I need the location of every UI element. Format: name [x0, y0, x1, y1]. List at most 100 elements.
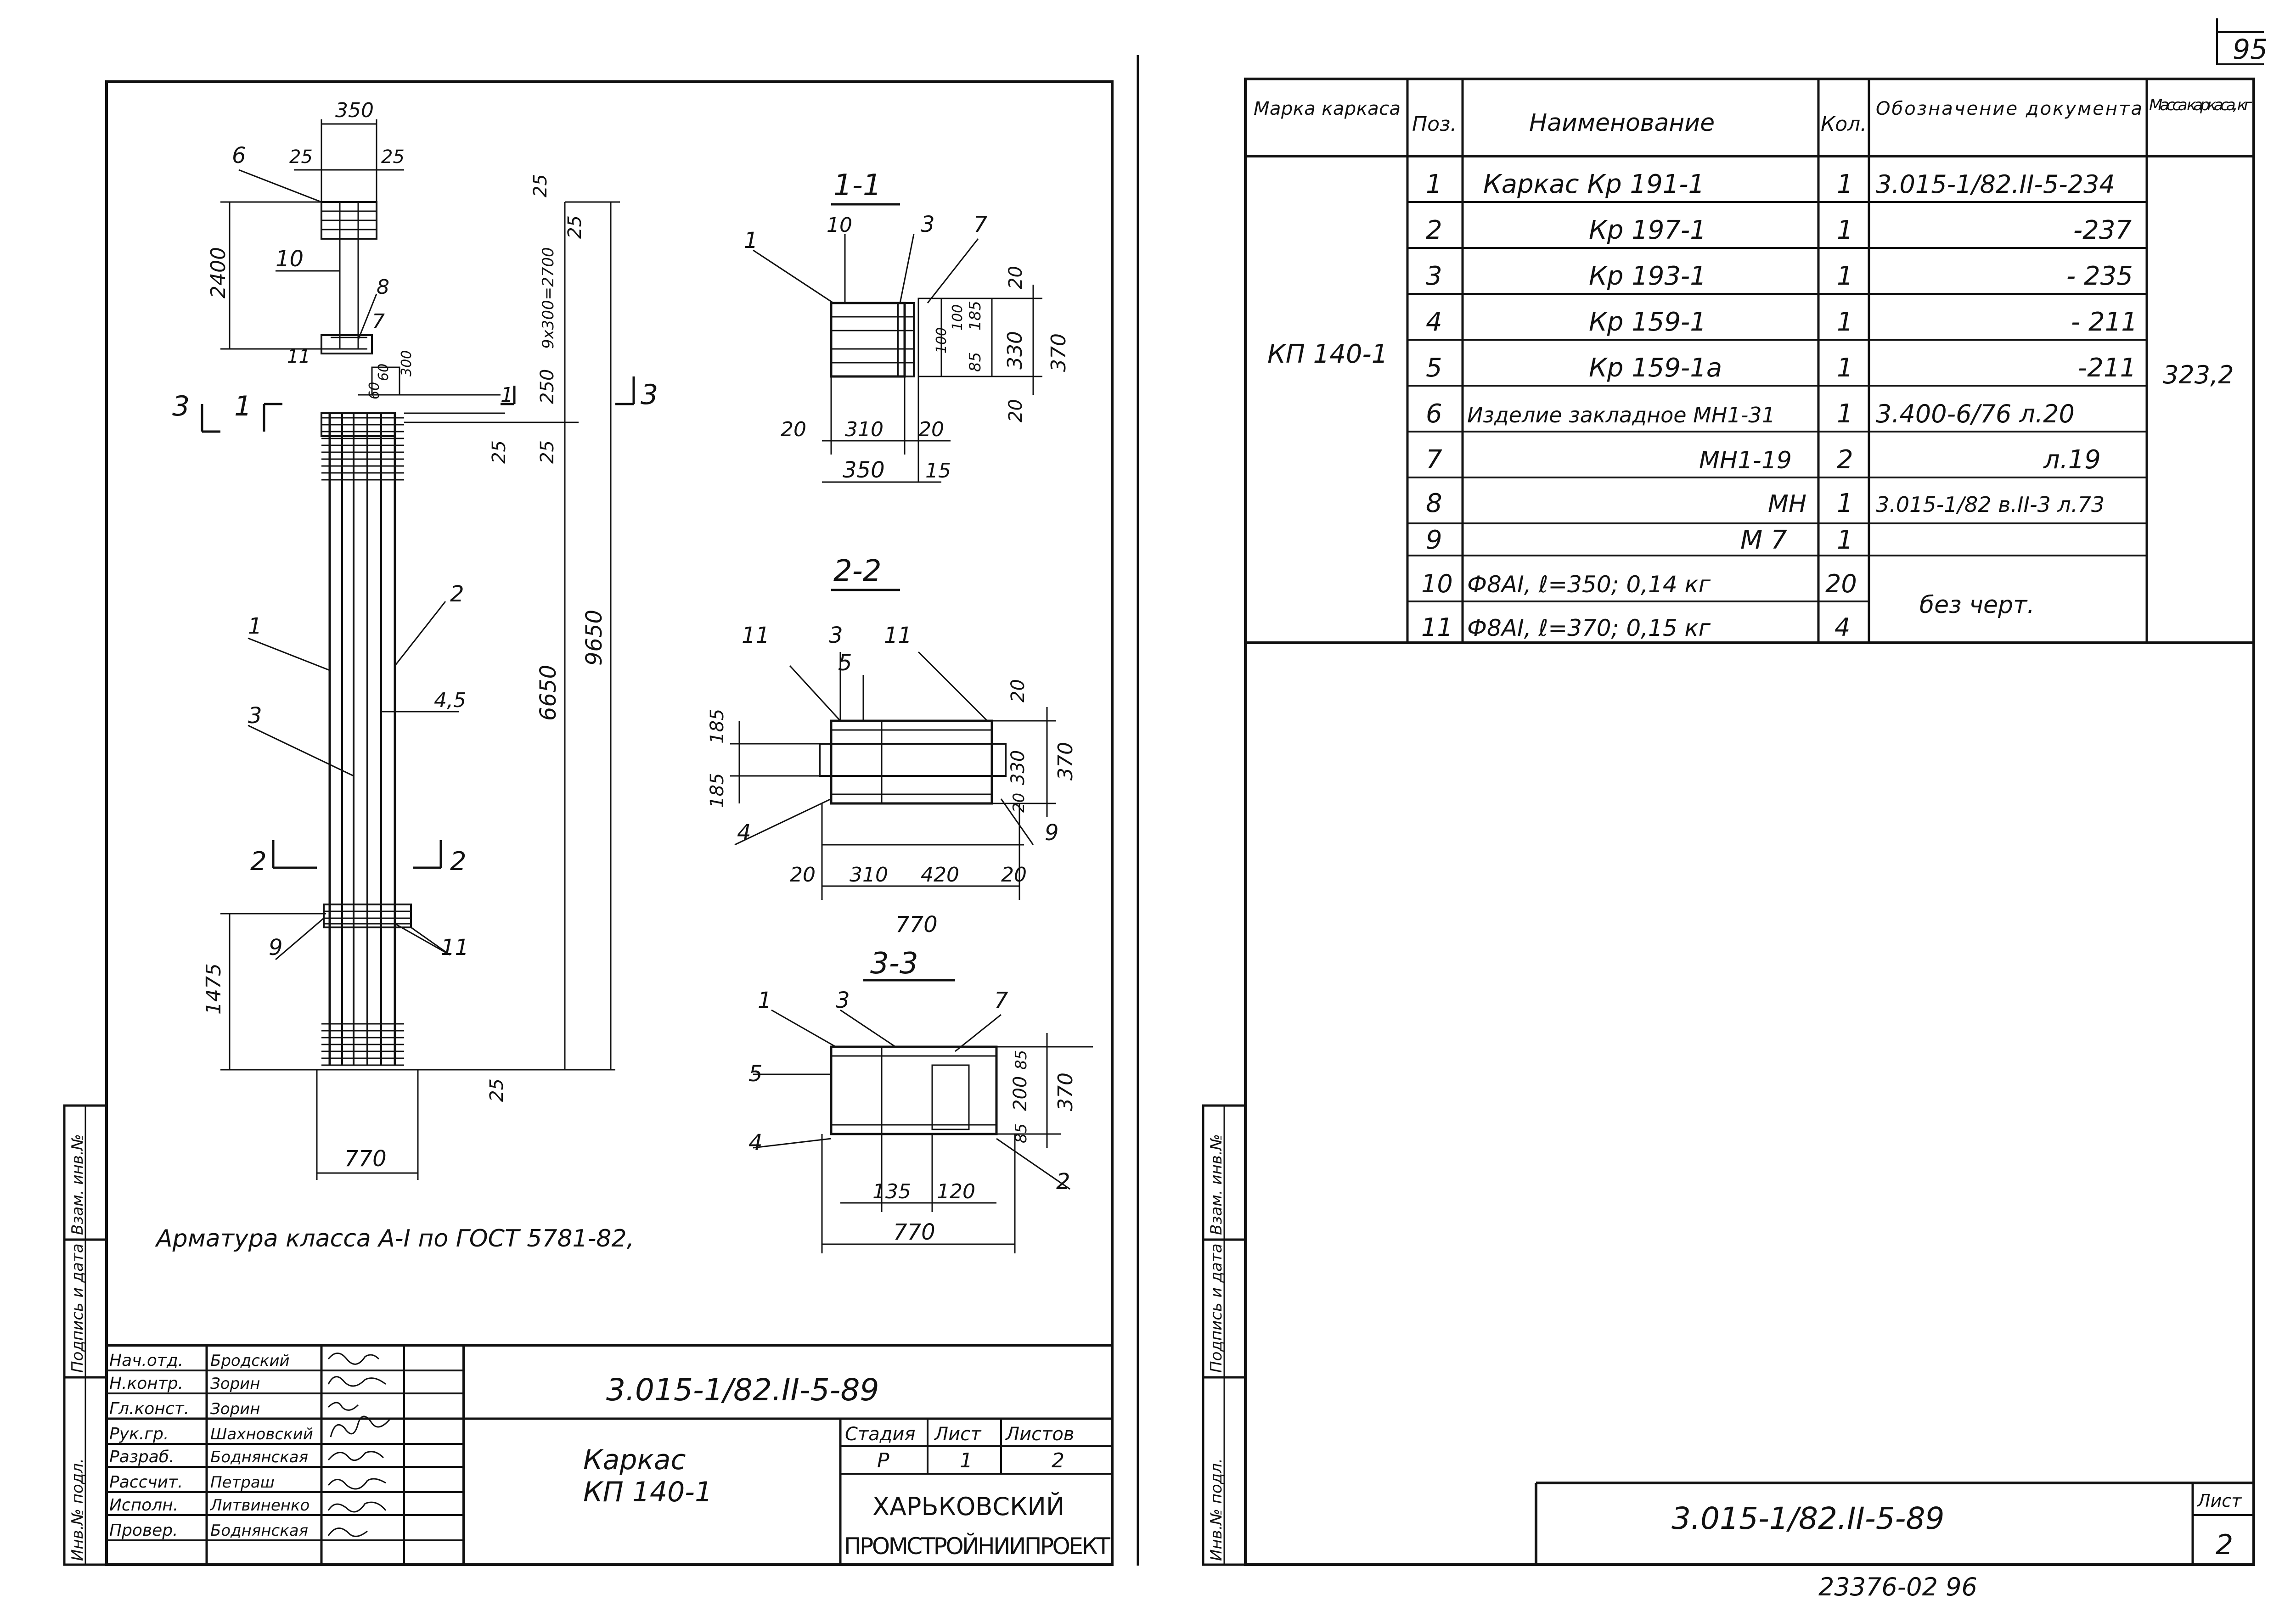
spec-row-1-pos: 1: [1426, 169, 1442, 199]
section-mark-1-right: 1: [501, 383, 513, 407]
s33-dim-770: 770: [893, 1219, 935, 1245]
dim-250: 250: [537, 369, 558, 404]
spec-row-10-pos: 10: [1421, 569, 1453, 598]
left-side-label-podpis: Подпись и дата: [68, 1243, 87, 1373]
stamp-role-5: Разраб.: [109, 1448, 174, 1466]
s22-dim-20c: 20: [790, 863, 816, 887]
page-number-box: 95: [2216, 18, 2268, 66]
spec-row-6-name: Изделие закладное МН1-31: [1467, 403, 1775, 427]
s33-pos-1: 1: [758, 988, 772, 1013]
section-1-1-title: 1-1: [833, 168, 882, 202]
spec-row-5-doc: -211: [2078, 353, 2136, 383]
s11-dim-20c: 20: [781, 418, 806, 441]
s22-dim-20a: 20: [1007, 679, 1029, 702]
left-stamp-title-2: КП 140-1: [583, 1476, 712, 1508]
s11-pos-10: 10: [827, 213, 852, 237]
spec-row-9-name: М 7: [1740, 525, 1787, 555]
left-stamp-org-1: ХАРЬКОВСКИЙ: [872, 1492, 1064, 1521]
stamp-name-2: Зорин: [210, 1375, 260, 1393]
pos-8: 8: [377, 275, 389, 299]
s33-dim-85b: 85: [1012, 1123, 1030, 1143]
stamp-role-6: Рассчит.: [109, 1473, 183, 1492]
s33-pos-3: 3: [836, 988, 850, 1013]
stamp-role-8: Провер.: [109, 1521, 178, 1540]
s22-dim-185a: 185: [707, 709, 728, 744]
s22-pos-4: 4: [737, 820, 751, 846]
right-stamp-sheet-value: 2: [2216, 1529, 2233, 1561]
spec-row-1-name: Каркас Кр 191-1: [1483, 169, 1705, 199]
left-side-label-inv: Инв.№ подл.: [68, 1458, 87, 1561]
spec-row-8-name: МН: [1768, 490, 1806, 518]
dim-1475: 1475: [202, 963, 225, 1015]
s33-dim-135: 135: [872, 1180, 911, 1203]
spec-row-5-name: Кр 159-1а: [1589, 353, 1722, 383]
dim-9650: 9650: [581, 610, 607, 666]
dim-9x300: 9x300=2700: [539, 247, 557, 349]
spec-row-2-doc: -237: [2073, 215, 2132, 245]
bottom-code: 23376-02 96: [1818, 1572, 1977, 1601]
left-stamp-hdr-sheets: Листов: [1005, 1424, 1074, 1445]
s22-dim-330: 330: [1007, 750, 1029, 785]
left-sheet-frame: [63, 80, 1114, 1566]
left-stamp-val-sheets: 2: [1052, 1449, 1064, 1472]
stamp-role-3: Гл.конст.: [109, 1399, 189, 1418]
s11-dim-15: 15: [925, 459, 951, 483]
spec-row-5-qty: 1: [1837, 353, 1853, 383]
stamp-name-3: Зорин: [210, 1400, 260, 1418]
s11-dim-310: 310: [845, 418, 884, 441]
spec-row-7-pos: 7: [1426, 445, 1442, 475]
pos-11: 11: [287, 346, 310, 367]
s22-dim-370: 370: [1054, 742, 1077, 780]
s22-pos-9: 9: [1045, 820, 1059, 846]
section-mark-2-left: 2: [250, 847, 267, 876]
dim-6650: 6650: [535, 665, 561, 721]
s11-dim-100b: 100: [950, 304, 966, 331]
column-elevation: [201, 119, 635, 1180]
pos-11b: 11: [441, 935, 469, 960]
right-title-block: [1535, 1482, 2254, 1565]
dim-4-5: 4,5: [434, 689, 466, 712]
dim-300-small: 300: [399, 350, 415, 376]
section-3-3: [753, 979, 1093, 1253]
dim-2400: 2400: [207, 247, 230, 298]
dim-25-right-top: 25: [530, 174, 551, 197]
spec-row-5-pos: 5: [1426, 353, 1442, 383]
spec-row-9-pos: 9: [1426, 525, 1442, 555]
s33-dim-120: 120: [937, 1180, 975, 1203]
spec-row-4-doc: - 211: [2071, 307, 2138, 337]
reinforcement-note: Арматура класса А-I по ГОСТ 5781-82,: [155, 1225, 634, 1252]
right-sheet-frame: [1202, 78, 2255, 1566]
s22-dim-185b: 185: [707, 773, 728, 808]
spec-row-2-pos: 2: [1426, 215, 1442, 245]
section-mark-1-left: 1: [234, 390, 252, 422]
spec-row-4-pos: 4: [1426, 307, 1442, 337]
right-side-label-podpis: Подпись и дата: [1207, 1243, 1226, 1373]
stamp-name-1: Бродский: [210, 1352, 290, 1370]
spec-row-8-pos: 8: [1426, 488, 1442, 518]
spec-table-grid: [1245, 79, 2254, 644]
s22-dim-420: 420: [921, 863, 959, 887]
spec-row-6-pos: 6: [1426, 399, 1442, 429]
s22-dim-20b: 20: [1010, 793, 1028, 813]
dim-25c: 25: [489, 440, 510, 464]
dim-60b: 60: [366, 382, 383, 399]
s33-pos-5: 5: [748, 1061, 763, 1087]
spec-header-pos: Поз.: [1412, 112, 1457, 136]
section-3-3-title: 3-3: [870, 947, 918, 981]
s33-dim-85a: 85: [1012, 1050, 1030, 1070]
spec-row-2-name: Кр 197-1: [1589, 215, 1706, 245]
s22-dim-770: 770: [895, 912, 938, 938]
dim-25b: 25: [381, 146, 405, 168]
s11-dim-20b: 20: [1005, 399, 1026, 422]
stamp-name-8: Боднянская: [210, 1522, 308, 1540]
stamp-role-4: Рук.гр.: [109, 1425, 169, 1443]
s22-pos-11: 11: [742, 623, 770, 648]
spec-header-name: Наименование: [1529, 109, 1715, 137]
s11-dim-20d: 20: [918, 418, 944, 441]
spec-row-11-name: Ф8АI, ℓ=370; 0,15 кг: [1467, 615, 1711, 641]
spec-row-7-doc: л.19: [2043, 445, 2101, 475]
section-mark-3-right: 3: [641, 379, 658, 411]
pos-2: 2: [450, 581, 464, 607]
stamp-name-5: Боднянская: [210, 1448, 308, 1466]
s22-pos-5: 5: [838, 650, 852, 676]
